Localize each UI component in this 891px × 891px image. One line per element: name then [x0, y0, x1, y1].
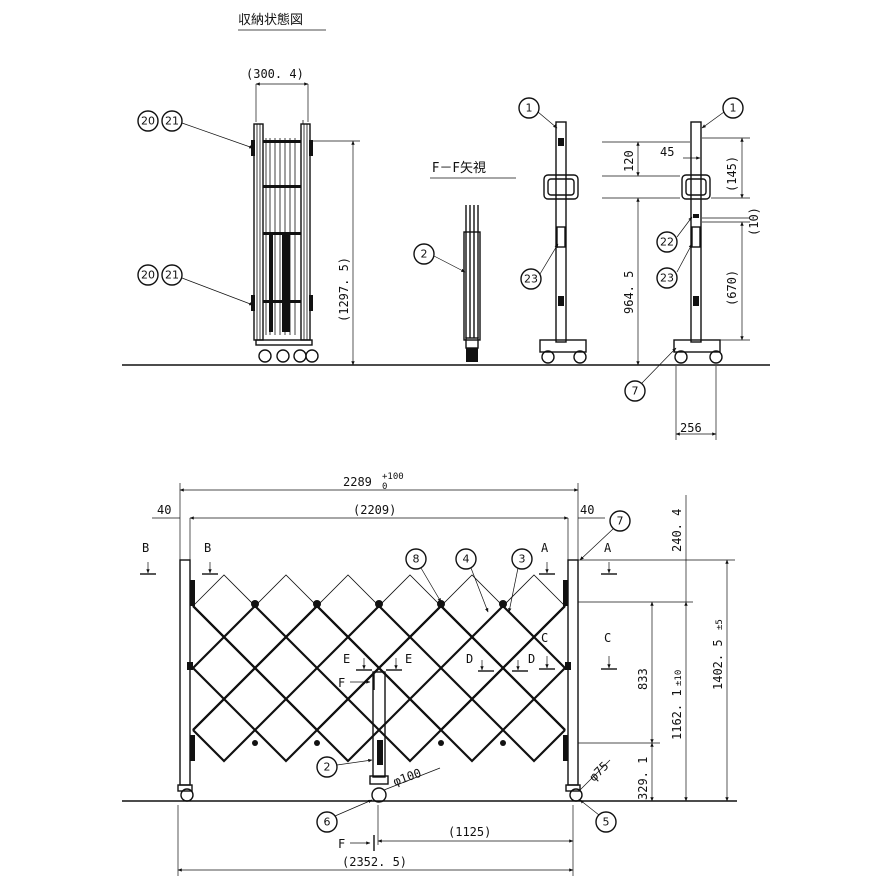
- svg-text:21: 21: [165, 269, 179, 282]
- dim-left-40: 40: [157, 503, 171, 517]
- dim-120: 120: [622, 150, 636, 172]
- callout-7-side2: [624, 380, 646, 402]
- section-c-right: C: [604, 631, 611, 645]
- dim-1125: (1125): [448, 825, 491, 839]
- dim-2209: (2209): [353, 503, 396, 517]
- dim-2289: 2289: [343, 475, 372, 489]
- callout-21-top: [161, 110, 183, 132]
- section-marks: B B A A C C D D E E F F: [140, 541, 617, 851]
- svg-text:7: 7: [617, 515, 624, 528]
- storage-view-title: 収納状態図: [238, 12, 303, 28]
- section-e-left: E: [343, 652, 350, 666]
- svg-text:2: 2: [324, 761, 331, 774]
- section-f-top: F: [338, 676, 345, 690]
- dim-1162-tol: ±10: [674, 670, 684, 686]
- dim-phi100: φ100: [391, 766, 423, 789]
- svg-text:1: 1: [526, 102, 533, 115]
- f-view-drawing: [463, 205, 481, 362]
- dim-833: 833: [636, 668, 650, 690]
- dim-240: 240. 4: [670, 509, 684, 552]
- callout-4: [455, 548, 477, 570]
- section-e-right: E: [405, 652, 412, 666]
- dim-2289-tol-upper: +100: [382, 472, 404, 482]
- callout-3: [511, 548, 533, 570]
- dim-329: 329. 1: [636, 757, 650, 800]
- dim-1402: 1402. 5: [711, 639, 725, 690]
- dim-145: (145): [725, 156, 739, 192]
- section-b-right: B: [204, 541, 211, 555]
- svg-text:2: 2: [421, 248, 428, 261]
- section-c-left: C: [541, 631, 548, 645]
- callout-21-bottom: [161, 264, 183, 286]
- callout-8: [405, 548, 427, 570]
- svg-text:6: 6: [324, 816, 331, 829]
- section-a-left: A: [541, 541, 549, 555]
- svg-text:7: 7: [632, 385, 639, 398]
- dim-2352: (2352. 5): [342, 855, 407, 869]
- front-view-gate: [177, 559, 583, 803]
- dim-storage-height: (1297. 5): [337, 257, 351, 322]
- callout-20-bottom: [137, 264, 159, 286]
- callout-2-front: [316, 756, 338, 778]
- svg-text:8: 8: [413, 553, 420, 566]
- svg-text:23: 23: [524, 273, 538, 286]
- callout-1-side2: [722, 97, 744, 119]
- callout-23-side2: [656, 267, 678, 289]
- callout-6: [316, 811, 338, 833]
- dim-right-40: 40: [580, 503, 594, 517]
- svg-text:5: 5: [603, 816, 610, 829]
- dim-1402-tol: ±5: [715, 619, 725, 630]
- dim-964: 964. 5: [622, 271, 636, 314]
- side-view-2-drawing: [673, 121, 723, 364]
- f-view-title: F－F矢視: [432, 161, 486, 176]
- section-d-left: D: [466, 652, 473, 666]
- dim-2289-tol-lower: 0: [382, 482, 387, 492]
- svg-text:21: 21: [165, 115, 179, 128]
- callout-20-top: [137, 110, 159, 132]
- storage-view-drawing: [251, 120, 319, 363]
- callout-1-side1: [518, 97, 540, 119]
- callout-7-front: [609, 510, 631, 532]
- section-f-bottom: F: [338, 837, 345, 851]
- dim-storage-width: (300. 4): [246, 67, 304, 81]
- callout-23-side1: [520, 268, 542, 290]
- section-a-right: A: [604, 541, 612, 555]
- svg-text:3: 3: [519, 553, 526, 566]
- svg-text:23: 23: [660, 272, 674, 285]
- svg-text:20: 20: [141, 269, 155, 282]
- callout-2-fview: [413, 243, 435, 265]
- svg-text:20: 20: [141, 115, 155, 128]
- svg-text:22: 22: [660, 236, 674, 249]
- callout-5: [595, 811, 617, 833]
- svg-text:1: 1: [730, 102, 737, 115]
- dim-10: (10): [747, 207, 761, 236]
- dim-1162: 1162. 1: [670, 689, 684, 740]
- lattice: [192, 574, 566, 763]
- callout-22: [656, 231, 678, 253]
- side-view-1-drawing: [539, 121, 587, 364]
- dim-670: (670): [725, 270, 739, 306]
- dim-45: 45: [660, 145, 674, 159]
- section-d-right: D: [528, 652, 535, 666]
- svg-text:4: 4: [463, 553, 470, 566]
- section-b-left: B: [142, 541, 149, 555]
- dim-256: 256: [680, 421, 702, 435]
